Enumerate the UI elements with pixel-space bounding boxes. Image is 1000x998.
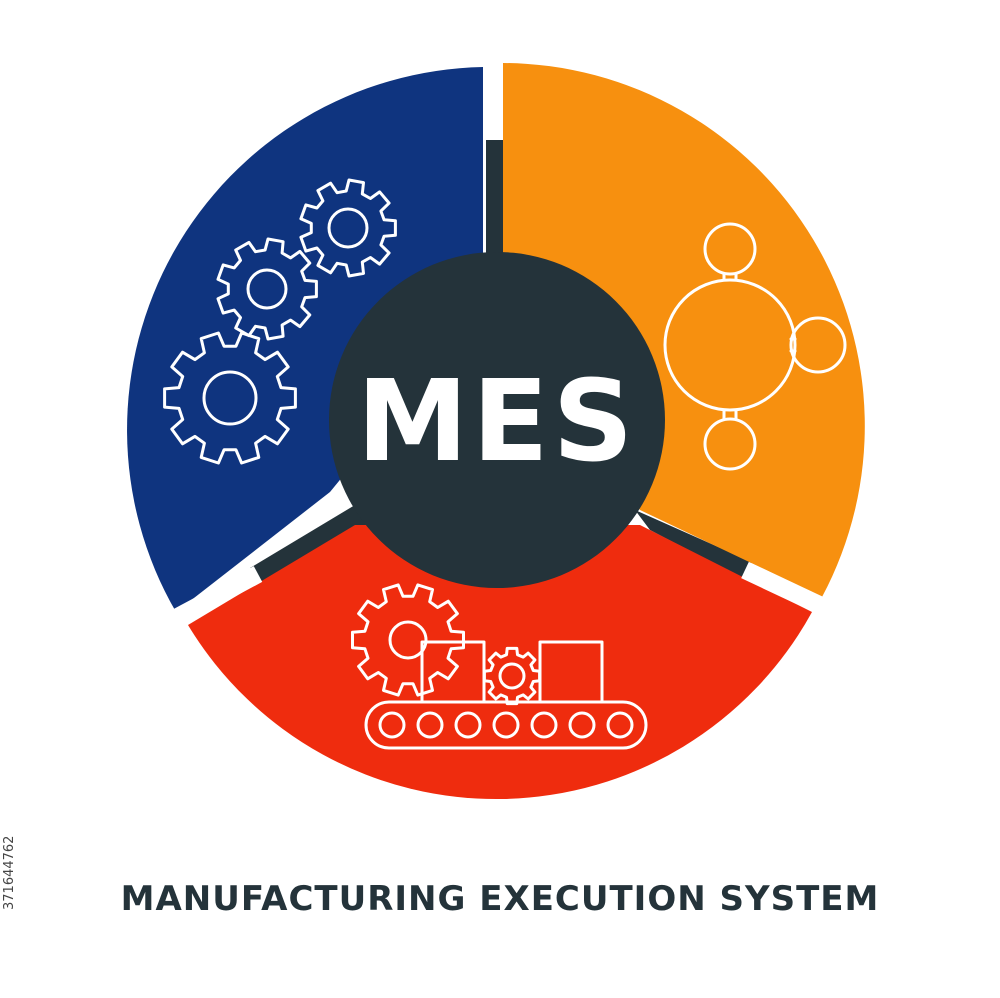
segment-gap-right [741, 561, 834, 619]
full-name-caption: MANUFACTURING EXECUTION SYSTEM [120, 879, 880, 919]
network-nodes-icon [663, 222, 847, 471]
segment-red [188, 525, 812, 800]
segment-orange [503, 63, 865, 597]
hub-connector-left [250, 505, 370, 585]
conveyor-belt-icon [351, 583, 648, 750]
segment-blue [127, 67, 483, 612]
center-hub [329, 252, 665, 588]
segment-gap-left [167, 566, 263, 628]
hub-connector-right [635, 510, 752, 580]
gears-icon [163, 178, 397, 465]
stock-id-label: 371644762 [2, 835, 17, 910]
acronym-title: MES [357, 357, 638, 487]
